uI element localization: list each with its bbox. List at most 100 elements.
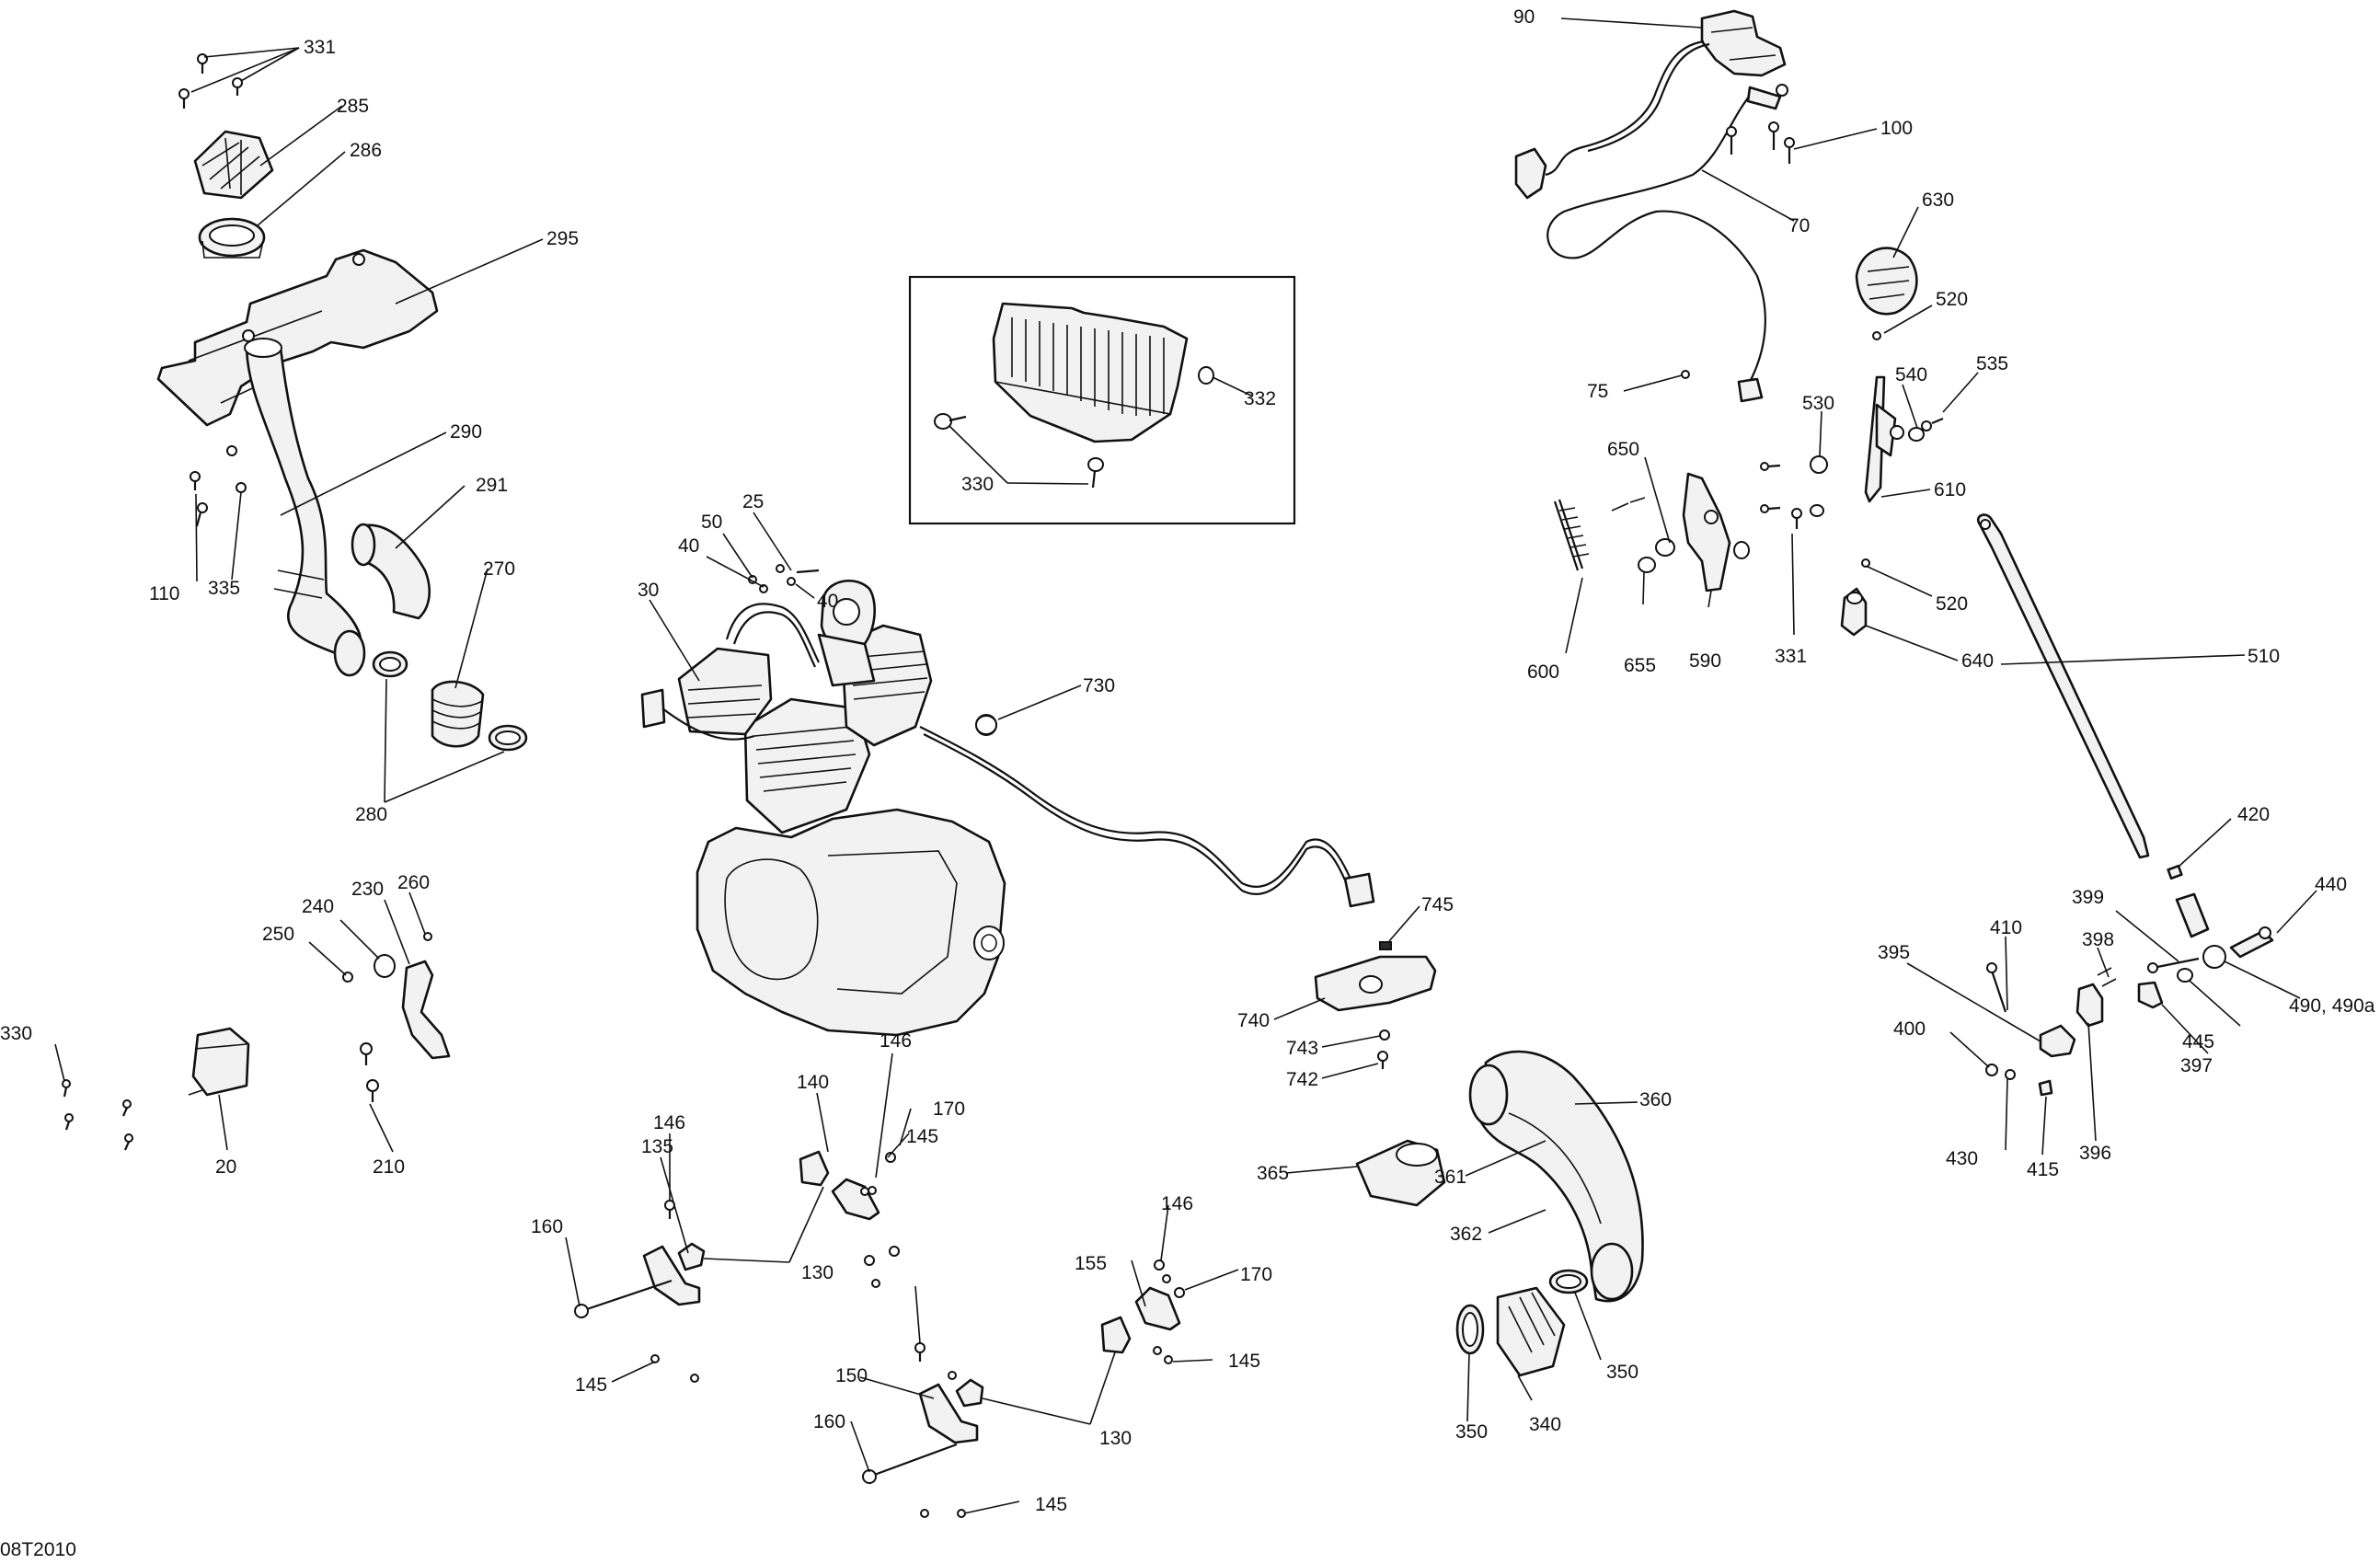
screws-330-left [62, 1079, 133, 1151]
callout-396: 396 [2079, 1143, 2111, 1164]
callout-331-right: 331 [1775, 646, 1807, 667]
callout-400: 400 [1893, 1018, 1926, 1040]
engine-mount-right [862, 1259, 1185, 1518]
callout-40-b: 40 [817, 591, 838, 612]
heat-shield-plate-295 [156, 248, 439, 427]
callout-365: 365 [1257, 1163, 1289, 1184]
callout-labels: 331 285 286 295 290 291 110 335 270 280 … [0, 6, 2375, 1560]
callout-70: 70 [1788, 215, 1810, 236]
callout-170-b: 170 [1240, 1264, 1272, 1285]
callout-430: 430 [1946, 1148, 1978, 1169]
callout-640: 640 [1961, 650, 1994, 672]
callout-440: 440 [2315, 874, 2347, 895]
callout-395: 395 [1878, 942, 1910, 963]
callout-330-inset: 330 [961, 474, 994, 495]
inset-frame [908, 275, 1296, 525]
callout-260: 260 [397, 872, 430, 893]
callout-650: 650 [1607, 439, 1639, 460]
callout-240: 240 [302, 896, 334, 917]
callout-420: 420 [2237, 804, 2270, 825]
callout-280: 280 [355, 804, 387, 825]
callout-110: 110 [149, 583, 179, 604]
callout-397: 397 [2180, 1055, 2213, 1076]
callout-410: 410 [1990, 917, 2022, 938]
callout-20: 20 [215, 1156, 236, 1178]
callout-210: 210 [373, 1156, 405, 1178]
sleeve-340-clamps-350 [1455, 1269, 1589, 1377]
callout-530: 530 [1802, 393, 1834, 414]
callout-230: 230 [351, 879, 384, 900]
callout-100: 100 [1880, 118, 1913, 139]
callout-520-a: 520 [1936, 289, 1968, 310]
callout-398: 398 [2082, 929, 2114, 950]
air-intake-tube-290 [244, 338, 366, 677]
callout-331: 331 [304, 37, 336, 58]
callout-630: 630 [1922, 190, 1954, 211]
throttle-lever-90 [1514, 9, 1788, 403]
callout-90: 90 [1513, 6, 1535, 28]
callout-335: 335 [208, 578, 240, 599]
callout-250: 250 [262, 924, 294, 945]
callout-145-d: 145 [1035, 1494, 1067, 1515]
engine-assembly [640, 564, 1375, 1037]
callout-330-left: 330 [0, 1023, 32, 1044]
callout-25: 25 [742, 491, 764, 512]
air-duct-360 [1468, 1050, 1644, 1303]
clamps-280-sleeve-270 [372, 650, 528, 752]
screws-210 [360, 1042, 379, 1102]
callout-490-490a: 490, 490a [2289, 995, 2375, 1017]
callout-170-a: 170 [933, 1098, 965, 1120]
callout-740: 740 [1237, 1010, 1270, 1031]
callout-655: 655 [1624, 655, 1656, 676]
callout-40-a: 40 [678, 535, 699, 557]
callout-610: 610 [1934, 479, 1966, 500]
callout-130-a: 130 [801, 1262, 834, 1283]
bracket-740 [1314, 941, 1437, 1069]
callout-155: 155 [1075, 1253, 1107, 1274]
callout-291: 291 [476, 475, 508, 496]
callout-270: 270 [483, 558, 515, 580]
part-drawings [62, 9, 2274, 1518]
callout-360: 360 [1639, 1089, 1672, 1110]
callout-520-b: 520 [1936, 593, 1968, 615]
screws-100 [1726, 121, 1795, 164]
callout-145-c: 145 [1228, 1351, 1260, 1372]
air-filter-cone-285 [193, 130, 274, 200]
callout-150: 150 [835, 1365, 868, 1386]
callout-295: 295 [546, 228, 579, 249]
callout-730: 730 [1083, 675, 1115, 696]
nut-730 [975, 715, 997, 735]
screws-110-335 [190, 445, 247, 527]
shift-lever-group [1553, 331, 1944, 637]
callout-75: 75 [1587, 381, 1608, 402]
callout-146-a: 146 [880, 1030, 912, 1052]
bracket-230 [342, 932, 451, 1060]
callout-146-c: 146 [1161, 1193, 1193, 1214]
relay-20 [188, 1027, 250, 1097]
callout-350-a: 350 [1606, 1362, 1638, 1383]
callout-415: 415 [2027, 1159, 2059, 1180]
shift-rod-510 [1977, 513, 2150, 859]
callout-290: 290 [450, 421, 482, 443]
callout-510: 510 [2248, 646, 2280, 667]
callout-742: 742 [1286, 1069, 1318, 1090]
callout-135: 135 [641, 1136, 673, 1157]
leader-lines [54, 17, 2317, 1514]
callout-146-b: 146 [653, 1112, 685, 1133]
callout-361: 361 [1434, 1167, 1466, 1188]
screws-331 [178, 53, 243, 109]
callout-540: 540 [1895, 364, 1927, 385]
callout-600: 600 [1527, 661, 1559, 683]
callout-590: 590 [1689, 650, 1721, 672]
callout-350-b: 350 [1455, 1421, 1488, 1443]
rod-end-group [1985, 864, 2274, 1097]
callout-399: 399 [2072, 887, 2104, 908]
callout-130-b: 130 [1099, 1428, 1132, 1449]
callout-140: 140 [797, 1072, 829, 1093]
callout-340: 340 [1529, 1414, 1561, 1435]
callout-745: 745 [1421, 894, 1454, 915]
callout-160-b: 160 [813, 1411, 845, 1432]
callout-332: 332 [1244, 388, 1276, 409]
engine-mount-left [574, 1150, 900, 1383]
